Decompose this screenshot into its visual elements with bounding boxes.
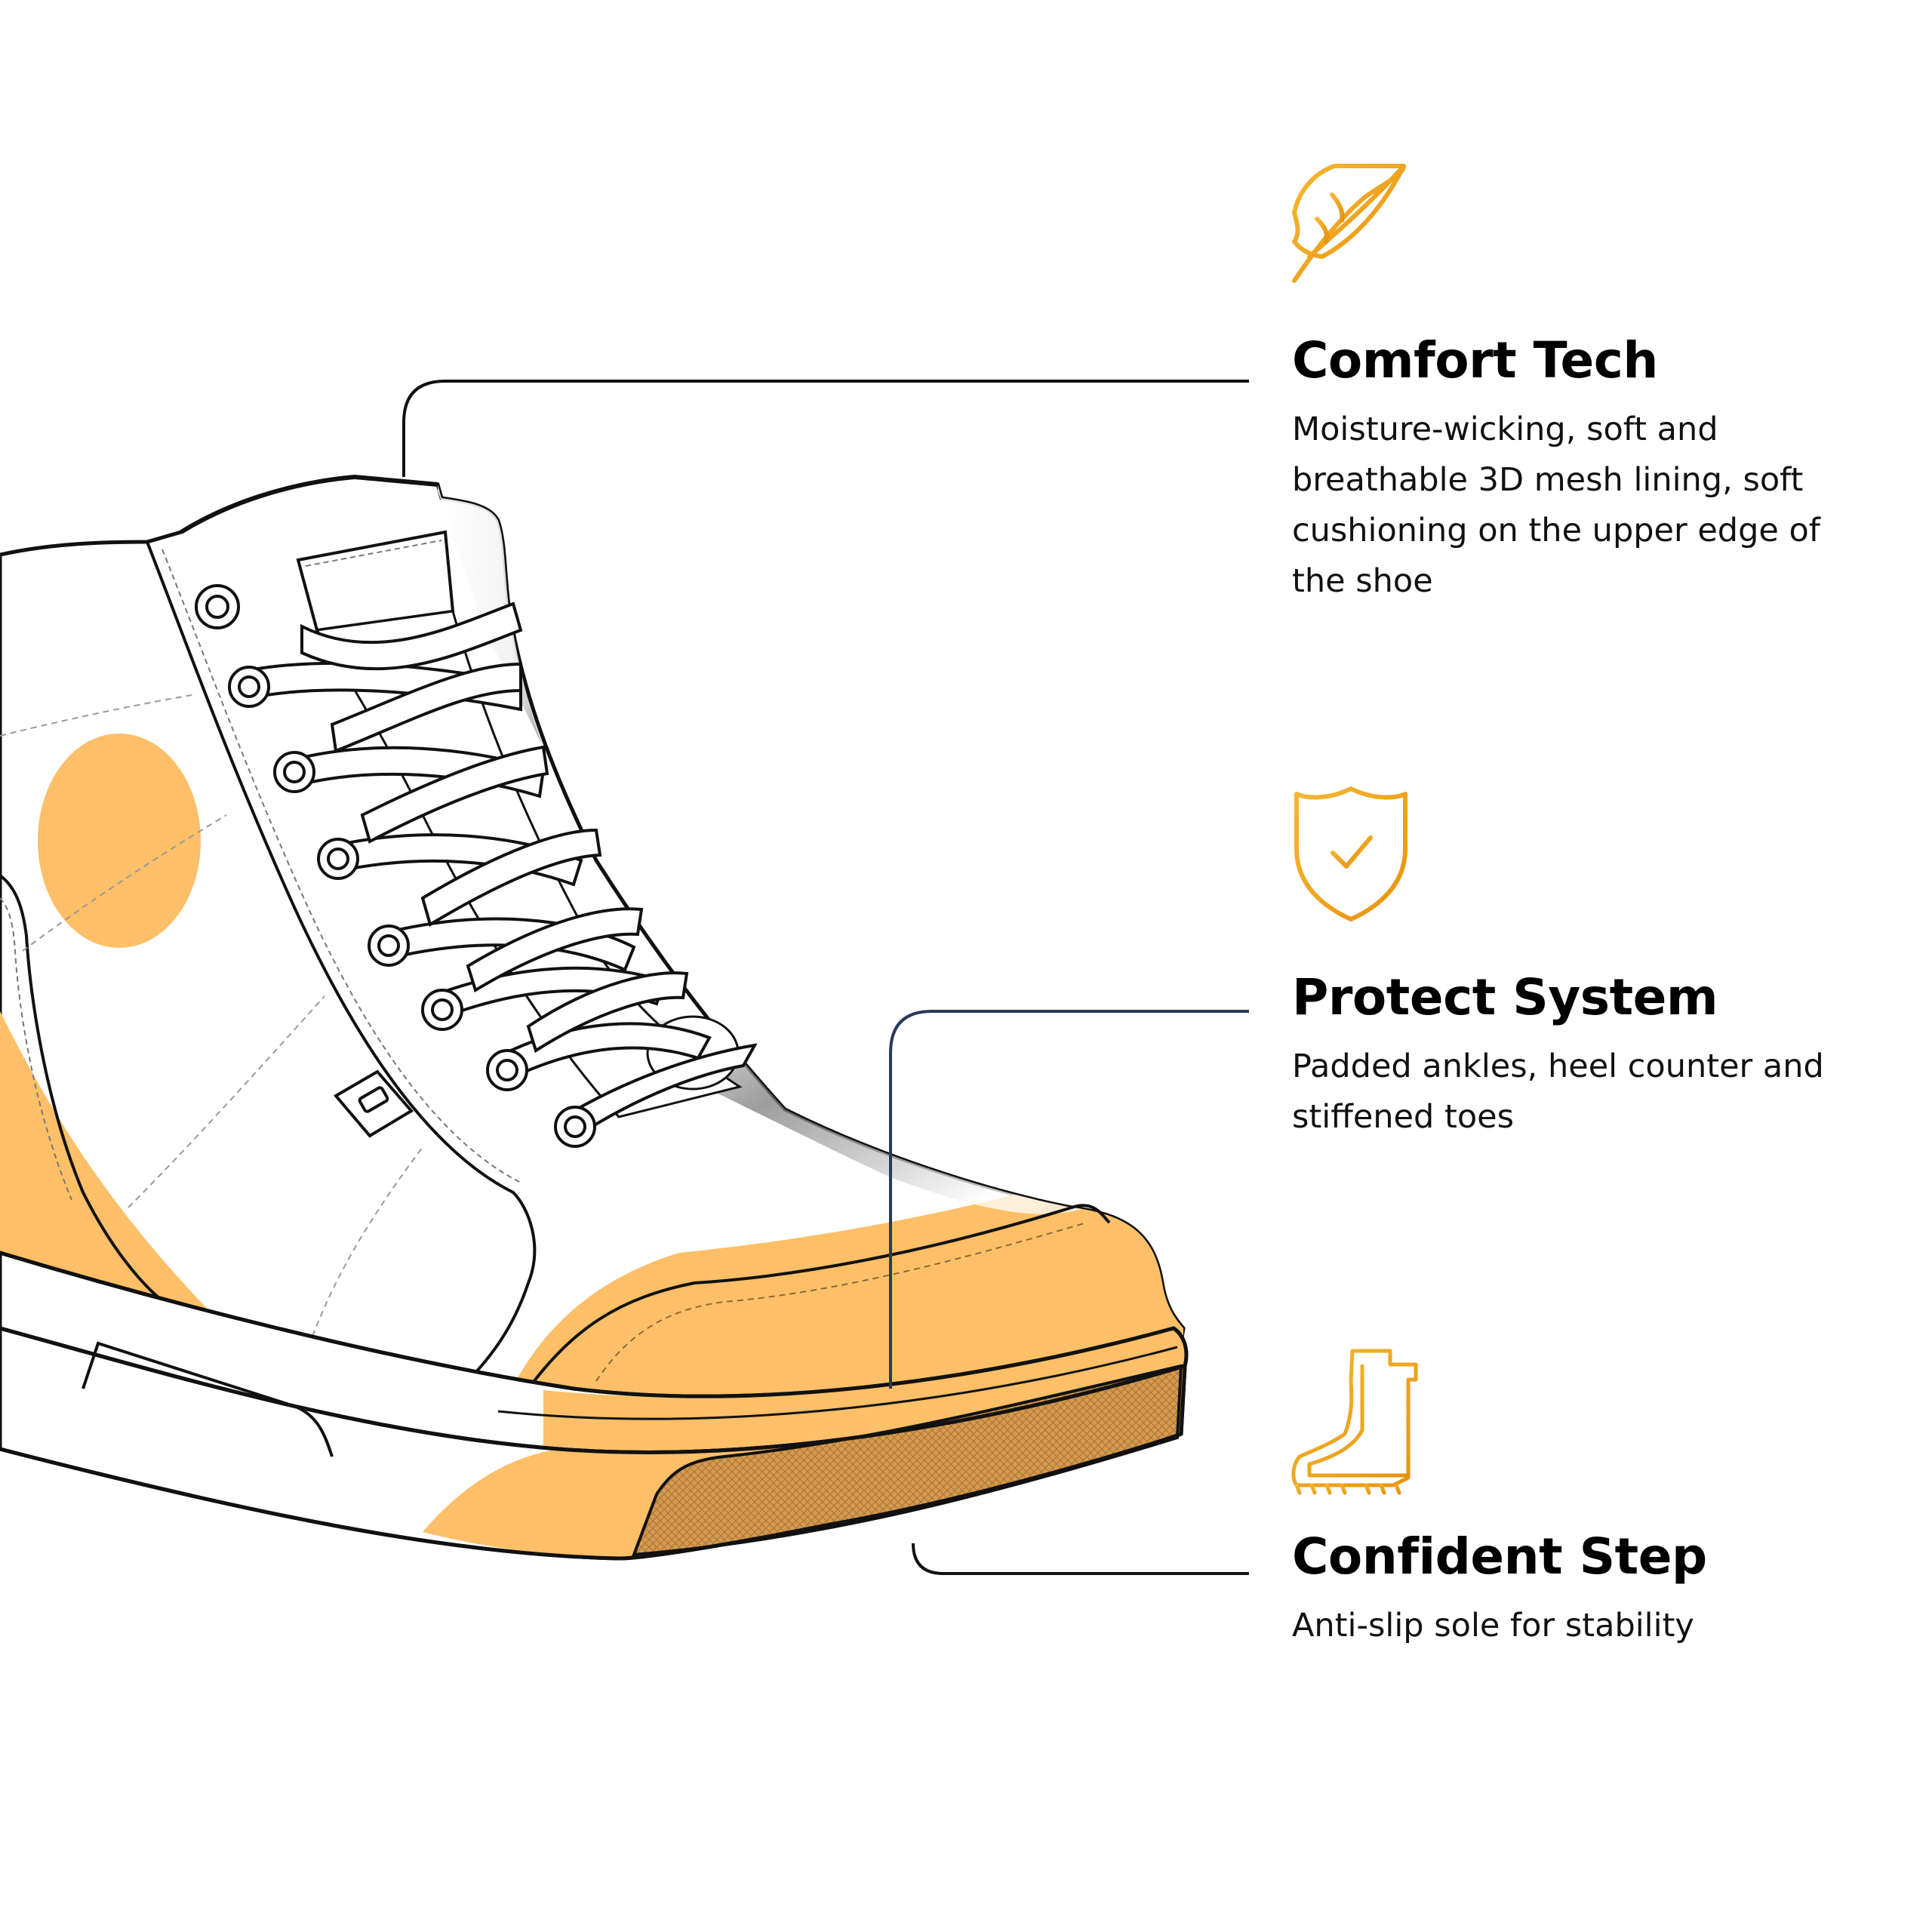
feature-comfort-tech: Comfort Tech Moisture-wicking, soft and … (1292, 331, 1866, 607)
feature-title: Protect System (1292, 968, 1718, 1026)
boot-icon (1291, 1349, 1418, 1495)
feather-icon (1292, 164, 1406, 283)
callout-line-protect (889, 1010, 1249, 1389)
anti-slip-tread (632, 1364, 1183, 1557)
brand-tag (333, 1069, 414, 1138)
feature-confident-step: Confident Step Anti-slip sole for stabil… (1292, 1527, 1866, 1651)
eyelets (195, 584, 596, 1148)
feature-title: Confident Step (1292, 1527, 1707, 1586)
callout-line-step (912, 1543, 1249, 1575)
feature-protect-system: Protect System Padded ankles, heel count… (1292, 968, 1866, 1143)
ankle-padding-circle (38, 734, 201, 948)
feature-description: Moisture-wicking, soft and breathable 3D… (1292, 411, 1820, 600)
callout-lines (402, 380, 1249, 1575)
shoe-body (0, 474, 1189, 1561)
laces (248, 601, 758, 1139)
callout-line-comfort (402, 380, 1249, 477)
feature-description: Anti-slip sole for stability (1292, 1607, 1694, 1644)
shield-check-icon (1294, 786, 1407, 921)
feature-title: Comfort Tech (1292, 331, 1658, 389)
feature-description: Padded ankles, heel counter and stiffene… (1292, 1048, 1824, 1136)
